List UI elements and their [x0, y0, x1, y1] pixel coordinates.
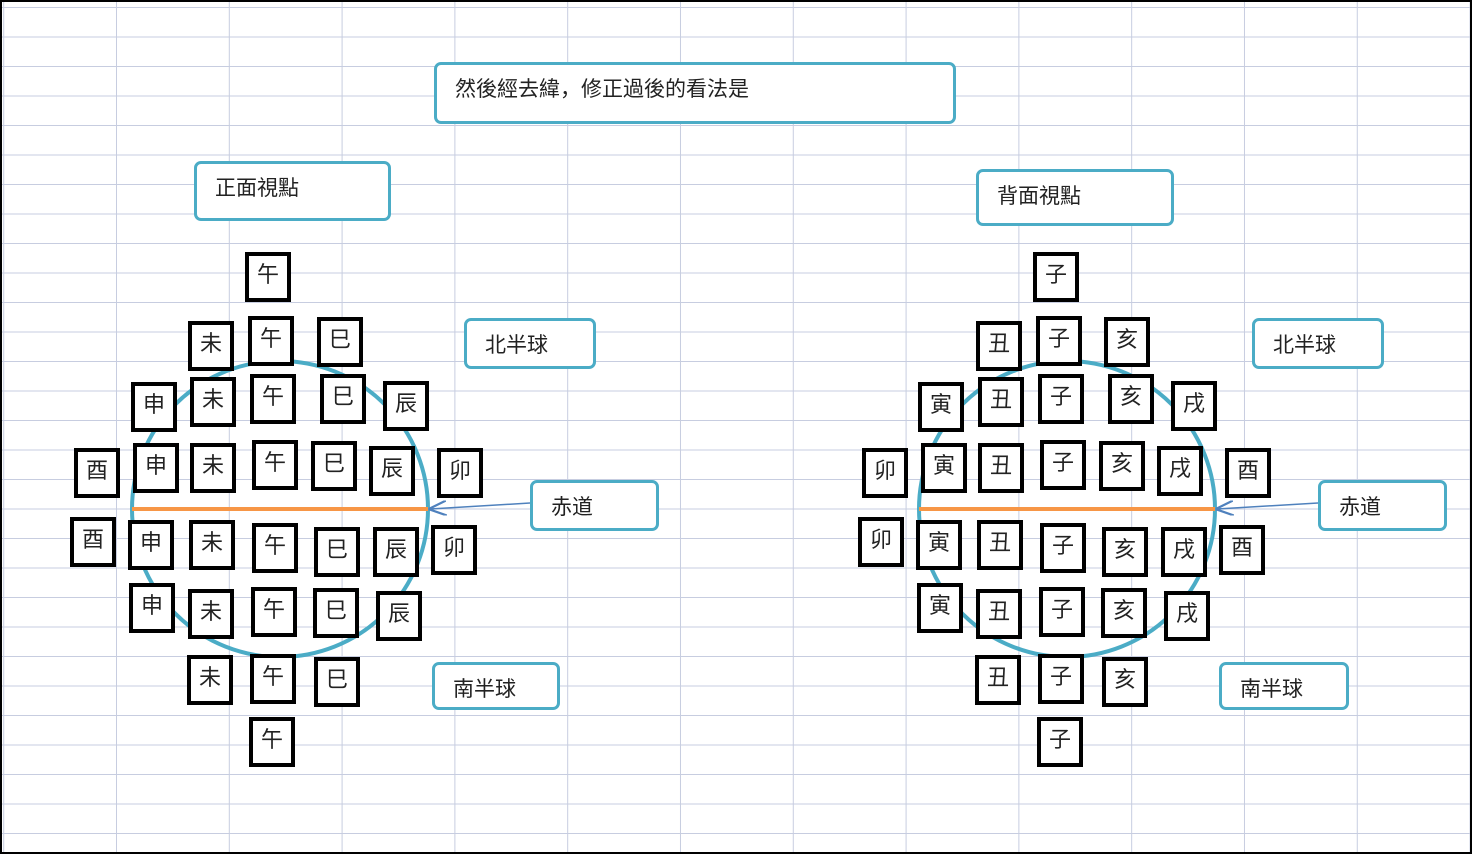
back-branch-box: 亥: [1101, 588, 1147, 638]
front-branch-box: 申: [133, 443, 179, 493]
back-branch-box: 亥: [1102, 657, 1148, 707]
front-branch-box: 卯: [437, 448, 483, 498]
back-branch-box: 子: [1038, 654, 1084, 704]
back-branch-box: 子: [1040, 523, 1086, 573]
back-branch-box: 酉: [1219, 525, 1265, 575]
front-branch-box: 未: [187, 655, 233, 705]
back-north-label: 北半球: [1252, 318, 1384, 369]
front-branch-box: 巳: [313, 588, 359, 638]
front-equator-label: 赤道: [530, 480, 659, 531]
back-branch-box: 亥: [1099, 441, 1145, 491]
back-branch-box: 丑: [977, 520, 1023, 570]
back-south-label: 南半球: [1219, 662, 1349, 710]
front-branch-box: 未: [190, 443, 236, 493]
front-branch-box: 午: [249, 717, 295, 767]
front-branch-box: 午: [245, 252, 291, 302]
back-branch-box: 寅: [921, 443, 967, 493]
back-branch-box: 戌: [1164, 591, 1210, 641]
front-branch-box: 巳: [311, 441, 357, 491]
front-branch-box: 辰: [376, 591, 422, 641]
back-branch-box: 丑: [976, 589, 1022, 639]
front-branch-box: 酉: [70, 517, 116, 567]
back-branch-box: 戌: [1157, 446, 1203, 496]
back-view-label: 背面視點: [976, 169, 1174, 226]
front-branch-box: 午: [250, 654, 296, 704]
front-branch-box: 辰: [369, 446, 415, 496]
front-branch-box: 辰: [373, 527, 419, 577]
back-branch-box: 子: [1038, 374, 1084, 424]
back-branch-box: 子: [1039, 587, 1085, 637]
back-branch-box: 酉: [1225, 448, 1271, 498]
front-branch-box: 巳: [320, 374, 366, 424]
front-branch-box: 未: [189, 520, 235, 570]
front-branch-box: 卯: [431, 525, 477, 575]
front-branch-box: 巳: [317, 317, 363, 367]
front-branch-box: 申: [131, 382, 177, 432]
back-branch-box: 丑: [978, 377, 1024, 427]
front-equator-arrow: [430, 503, 531, 509]
front-branch-box: 申: [129, 583, 175, 633]
front-branch-box: 午: [250, 374, 296, 424]
front-branch-box: 酉: [74, 448, 120, 498]
back-branch-box: 卯: [862, 448, 908, 498]
front-north-label: 北半球: [464, 318, 596, 369]
back-branch-box: 子: [1033, 252, 1079, 302]
back-branch-box: 亥: [1104, 317, 1150, 367]
back-equator-arrow: [1217, 503, 1319, 509]
front-view-label: 正面視點: [194, 161, 391, 221]
back-branch-box: 亥: [1102, 527, 1148, 577]
front-south-label: 南半球: [432, 662, 560, 710]
back-branch-box: 丑: [978, 443, 1024, 493]
front-branch-box: 午: [251, 587, 297, 637]
front-branch-box: 午: [252, 523, 298, 573]
front-branch-box: 未: [188, 321, 234, 371]
back-branch-box: 丑: [975, 655, 1021, 705]
front-branch-box: 巳: [314, 657, 360, 707]
back-branch-box: 寅: [916, 520, 962, 570]
back-branch-box: 戌: [1171, 381, 1217, 431]
back-equator-label: 赤道: [1318, 480, 1447, 531]
title-callout: 然後經去緯，修正過後的看法是: [434, 62, 956, 124]
back-branch-box: 亥: [1108, 374, 1154, 424]
back-branch-box: 丑: [976, 321, 1022, 371]
back-branch-box: 戌: [1161, 527, 1207, 577]
front-branch-box: 午: [248, 316, 294, 366]
back-branch-box: 子: [1040, 440, 1086, 490]
back-branch-box: 子: [1036, 316, 1082, 366]
back-branch-box: 寅: [918, 382, 964, 432]
front-branch-box: 申: [128, 520, 174, 570]
front-branch-box: 午: [252, 440, 298, 490]
back-branch-box: 寅: [917, 583, 963, 633]
back-branch-box: 子: [1037, 717, 1083, 767]
front-branch-box: 巳: [314, 527, 360, 577]
back-branch-box: 卯: [858, 517, 904, 567]
front-branch-box: 辰: [383, 381, 429, 431]
front-branch-box: 未: [190, 377, 236, 427]
front-branch-box: 未: [188, 589, 234, 639]
